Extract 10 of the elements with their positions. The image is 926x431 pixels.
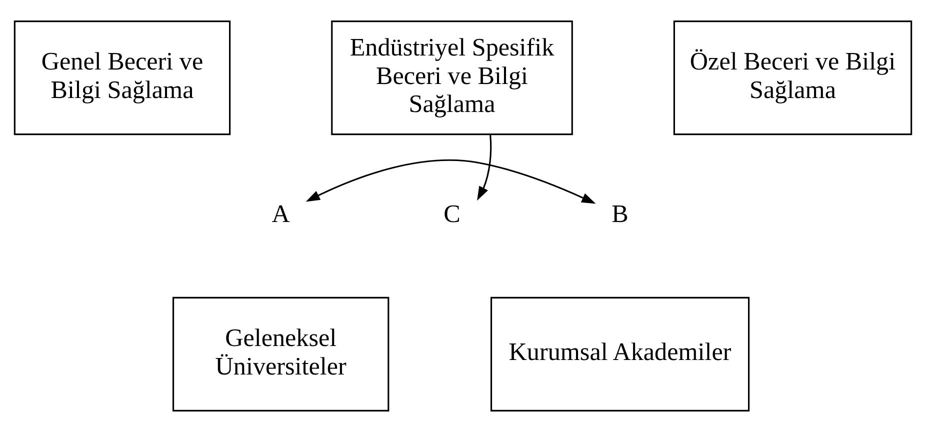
node-box: Kurumsal Akademiler: [490, 296, 750, 411]
node-box: Genel Beceri ve Bilgi Sağlama: [14, 20, 231, 135]
node-text: A: [272, 200, 290, 228]
arrow: [306, 158, 596, 204]
node-box: Endüstriyel Spesifik Beceri ve Bilgi Sağlama: [331, 20, 573, 135]
node-text: C: [444, 200, 460, 228]
node-text: B: [612, 200, 628, 228]
node-box: Geleneksel Üniversiteler: [172, 296, 390, 411]
node-box: Özel Beceri ve Bilgi Sağlama: [673, 20, 912, 135]
arrow: [477, 134, 492, 200]
